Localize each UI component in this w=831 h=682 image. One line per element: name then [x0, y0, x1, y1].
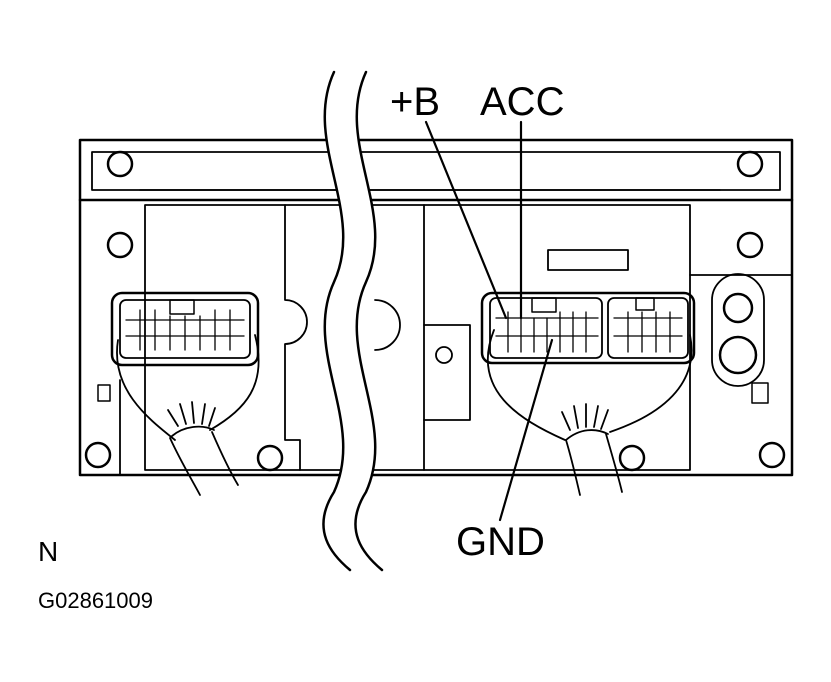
right-connector — [480, 291, 696, 365]
right-wire-harness — [487, 329, 693, 496]
mount-hole-top-right — [736, 150, 764, 178]
connector-b — [607, 297, 689, 359]
label-plate — [547, 249, 629, 271]
connector-a — [489, 297, 603, 359]
callout-gnd: GND — [456, 520, 545, 564]
leader-plus-b — [424, 120, 508, 320]
unit-housing — [78, 198, 794, 477]
mount-hole-bottom-right — [758, 441, 786, 469]
break-line-right — [354, 70, 384, 572]
leader-gnd — [498, 338, 554, 522]
mount-hole-bottom-inner — [256, 444, 284, 472]
view-letter: N — [38, 536, 59, 567]
mount-hole-left-mid — [106, 231, 134, 259]
mount-hole-right-mid — [736, 231, 764, 259]
mount-hole-top-left — [106, 150, 134, 178]
break-band-fill — [323, 72, 382, 570]
callout-plus-b: +B — [390, 80, 441, 124]
callout-acc: ACC — [480, 80, 565, 124]
mount-hole-bottom-left — [84, 441, 112, 469]
figure-eight-fitting — [711, 273, 765, 387]
break-line-left — [322, 70, 352, 572]
left-wire-harness — [116, 334, 260, 496]
mount-hole-bottom-center — [618, 444, 646, 472]
figure-code: G02861009 — [38, 588, 153, 613]
left-connector — [110, 291, 260, 367]
